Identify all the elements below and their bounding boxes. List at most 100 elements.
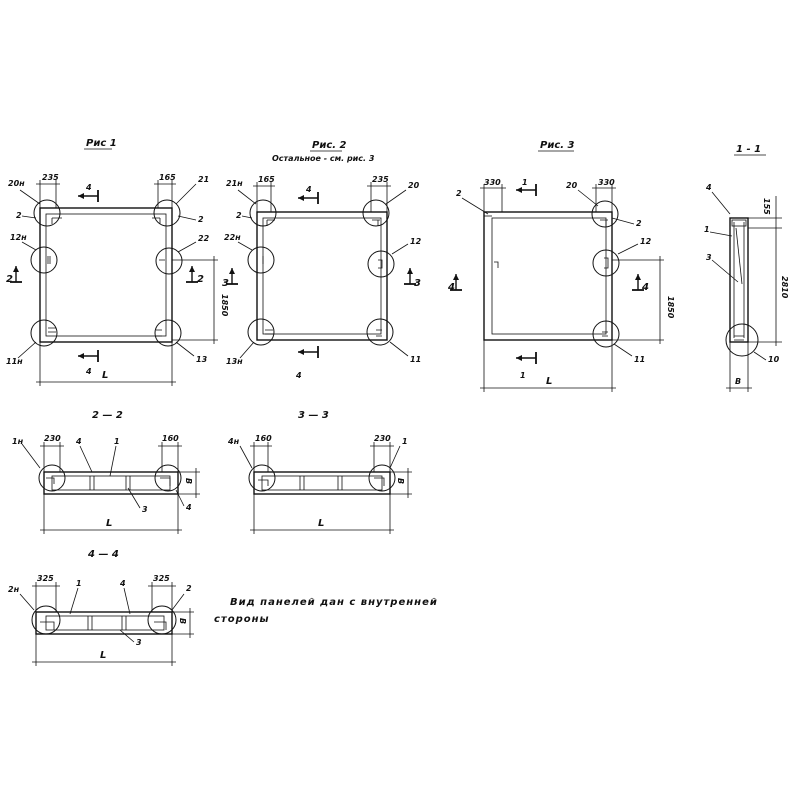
- section-3-3: 3 — 3 160 230 B L 4н 1: [227, 410, 412, 534]
- sec44-callout-2: 2: [186, 584, 192, 593]
- fig2-circle-22n: [247, 246, 275, 274]
- figure-2: Рис. 2 Остальное - см. рис. 3 165 235 4 …: [222, 140, 422, 380]
- sec44-title: 4 — 4: [87, 549, 119, 560]
- fig2-circle-12: [367, 250, 395, 278]
- sec11-callout-4: 4: [705, 183, 712, 192]
- sec33-dim-230: 230: [374, 434, 391, 443]
- sec11-callout-10: 10: [768, 355, 780, 364]
- fig2-circle-11: [366, 318, 394, 346]
- fig2-panel-inner: [262, 217, 382, 335]
- sec33-circle-4n: [248, 464, 276, 492]
- sec44-circle-2n: [31, 605, 61, 635]
- fig2-section-4-top: 4: [305, 185, 312, 194]
- sec33-title: 3 — 3: [298, 410, 329, 421]
- sec33-callout-4n: 4н: [227, 437, 240, 446]
- sec44-callout-2n: 2н: [8, 585, 20, 594]
- fig1-callout-22: 22: [198, 234, 210, 243]
- fig3-dim-330-right: 330: [598, 178, 615, 187]
- sec11-dim-width: B: [735, 377, 741, 386]
- sec44-dim-325-right: 325: [153, 574, 170, 583]
- fig1-callout-2r: 2: [198, 215, 204, 224]
- fig1-title: Рис 1: [86, 138, 117, 149]
- fig3-circle-11: [592, 320, 620, 348]
- sec44-dim-height: B: [178, 618, 187, 624]
- fig2-dim-165: 165: [258, 175, 275, 184]
- sec44-callout-3: 3: [136, 638, 142, 647]
- fig3-circle-20: [591, 200, 619, 228]
- fig1-dim-height: 1850: [220, 294, 229, 317]
- fig2-dim-235: 235: [372, 175, 389, 184]
- sec44-callout-4: 4: [119, 579, 126, 588]
- sec44-dim-width: L: [100, 650, 106, 661]
- fig3-callout-11: 11: [634, 355, 645, 364]
- sec22-dim-height: B: [184, 478, 193, 484]
- sec22-dim-230: 230: [44, 434, 61, 443]
- fig2-section-4-bottom: 4: [295, 371, 302, 380]
- figure-1: Рис 1 235 165 1850 L: [6, 138, 229, 386]
- fig2-circle-21n: [249, 199, 277, 227]
- fig1-dim-165: 165: [159, 173, 176, 182]
- sec44-panel-outline: [35, 611, 173, 635]
- fig3-section-1-top: 1: [522, 178, 528, 187]
- fig1-callout-11n: 11н: [6, 357, 23, 366]
- fig2-circle-20: [362, 199, 390, 227]
- fig1-circle-21: [153, 199, 181, 227]
- sec33-dim-160: 160: [255, 434, 272, 443]
- fig1-section-4-top: 4: [85, 183, 92, 192]
- section-1-1: 1 - 1 155 2810 B 4 1 3 10: [704, 144, 789, 392]
- sec22-callout-3: 3: [142, 505, 148, 514]
- fig2-section-3-right: 3: [414, 278, 421, 289]
- sec22-callout-1: 1: [114, 437, 120, 446]
- fig3-section-4-left: 4: [447, 282, 455, 293]
- fig3-callout-2: 2: [456, 189, 462, 198]
- fig3-dim-330-left: 330: [484, 178, 501, 187]
- fig1-circle-13: [154, 319, 182, 347]
- fig2-callout-12: 12: [410, 237, 422, 246]
- note-line-2: стороны: [214, 614, 270, 625]
- sec33-dim-width: L: [318, 518, 324, 529]
- fig2-subtitle: Остальное - см. рис. 3: [272, 154, 375, 163]
- sec11-dim-height: 2810: [780, 276, 789, 299]
- sec11-callout-1: 1: [704, 225, 710, 234]
- fig1-section-4-bottom: 4: [85, 367, 92, 376]
- section-4-4: 4 — 4 325 325 B L 2н 1 4 2 3: [8, 549, 194, 666]
- fig2-section-3-left: 3: [222, 278, 229, 289]
- sec22-callout-1n: 1н: [12, 437, 24, 446]
- fig3-title: Рис. 3: [540, 140, 575, 151]
- figure-3: Рис. 3 330 330 1850 L 1 1: [447, 140, 675, 392]
- fig1-section-2-left: 2: [6, 274, 13, 285]
- fig2-panel-outline: [256, 211, 388, 341]
- fig3-panel-inner: [491, 217, 607, 335]
- sec33-circle-1: [368, 464, 396, 492]
- fig1-callout-2: 2: [16, 211, 22, 220]
- fig1-section-2-right: 2: [197, 274, 204, 285]
- fig3-section-4-right: 4: [641, 282, 649, 293]
- note: Вид панелей дан с внутренней стороны: [214, 597, 437, 625]
- sec44-callout-1: 1: [76, 579, 82, 588]
- sec11-title: 1 - 1: [736, 144, 761, 155]
- fig1-callout-12n: 12н: [10, 233, 27, 242]
- fig3-callout-20: 20: [566, 181, 578, 190]
- fig1-callout-20n: 20н: [8, 179, 25, 188]
- sec11-panel-outline: [729, 217, 749, 343]
- fig3-section-1-bottom: 1: [520, 371, 526, 380]
- fig3-circle-12: [592, 249, 620, 277]
- fig3-panel-outline: [483, 211, 613, 341]
- sec33-callout-1: 1: [402, 437, 408, 446]
- fig2-circle-13n: [247, 318, 275, 346]
- fig2-title: Рис. 2: [312, 140, 347, 151]
- sec22-circle-1n: [38, 464, 66, 492]
- fig3-callout-2r: 2: [636, 219, 642, 228]
- sec22-dim-160: 160: [162, 434, 179, 443]
- fig1-callout-13: 13: [196, 355, 208, 364]
- fig2-callout-11: 11: [410, 355, 421, 364]
- sec33-dim-height: B: [396, 478, 405, 484]
- sec44-dim-325-left: 325: [37, 574, 54, 583]
- fig2-callout-13n: 13н: [226, 357, 243, 366]
- sec22-dim-width: L: [106, 518, 112, 529]
- sec33-panel-outline: [253, 471, 391, 495]
- sec22-callout-4r: 4: [185, 503, 192, 512]
- sec44-circle-2: [147, 605, 177, 635]
- fig2-callout-20: 20: [408, 181, 420, 190]
